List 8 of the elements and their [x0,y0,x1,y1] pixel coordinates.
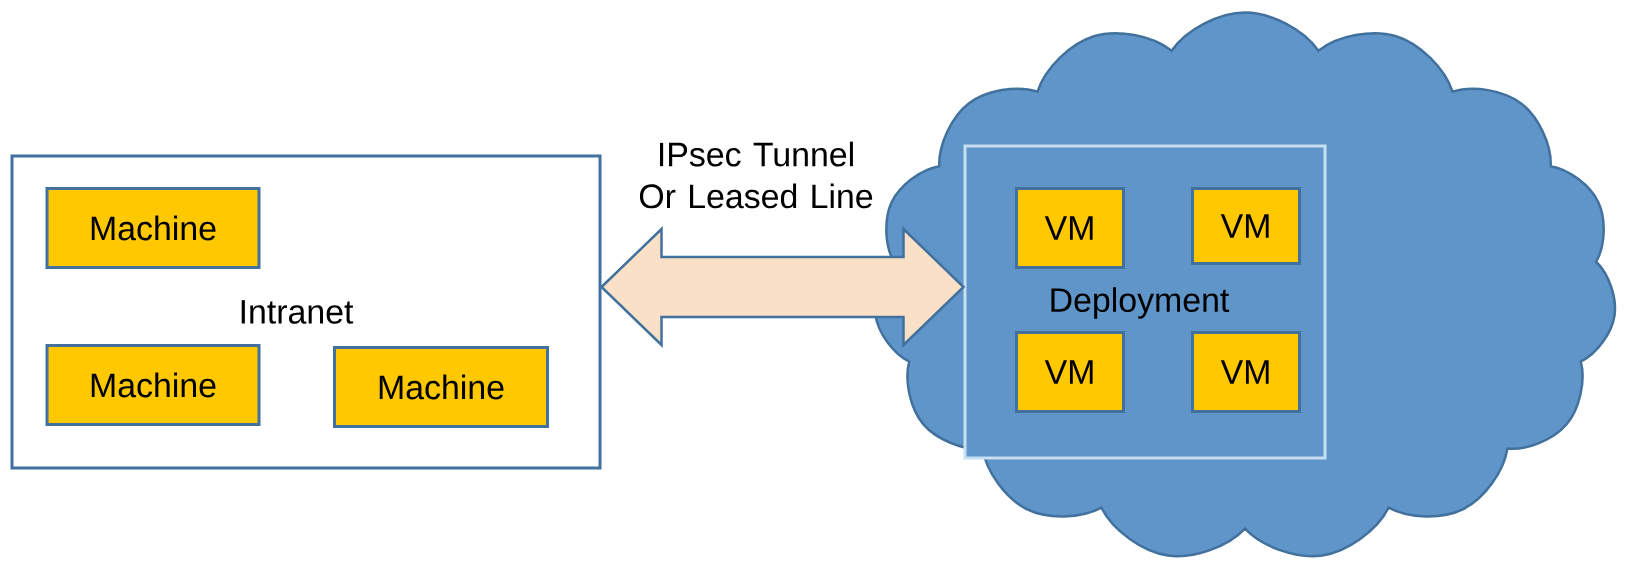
item-box: Machine [45,187,261,269]
item-box: VM [1191,331,1301,413]
item-box: VM [1015,331,1125,413]
item-box: VM [1015,187,1125,269]
item-box: VM [1191,187,1301,265]
item-box: Machine [333,346,549,428]
edge-label: IPsec Tunnel Or Leased Line [639,141,873,209]
item-box: Machine [45,344,261,426]
